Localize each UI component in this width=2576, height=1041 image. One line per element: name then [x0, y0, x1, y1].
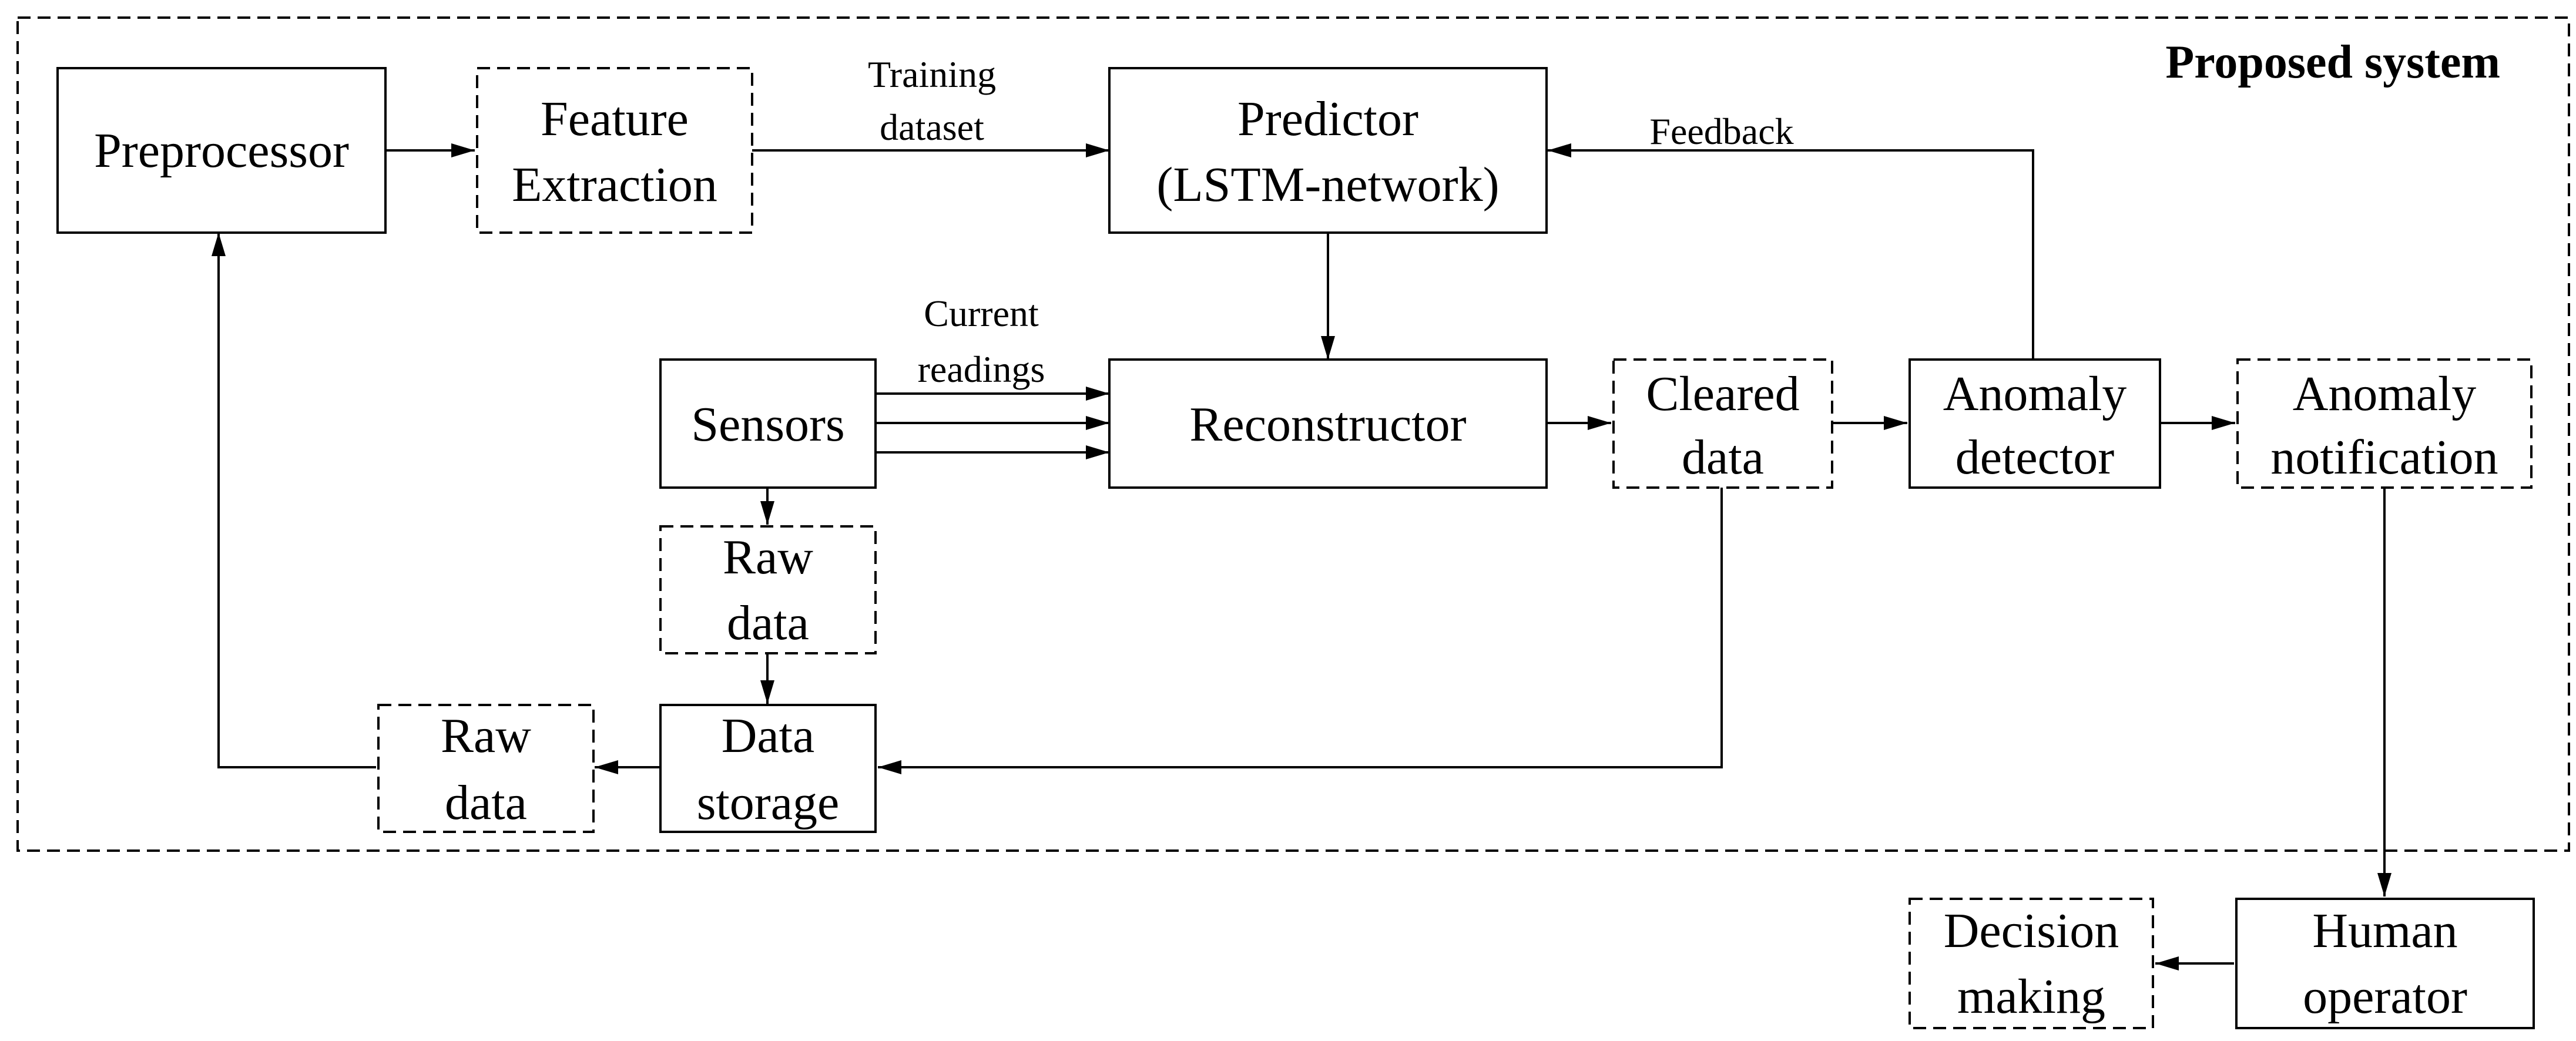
container-title: Proposed system	[2165, 36, 2500, 88]
edge-label-feedback: Feedback	[1649, 110, 1793, 152]
node-anomaly-notification: Anomaly notification	[2236, 358, 2533, 489]
node-feature-extraction-box	[476, 67, 753, 234]
node-data-storage: Data storage	[659, 704, 877, 833]
node-preprocessor: Preprocessor	[56, 67, 387, 234]
edge-label-dataset: dataset	[880, 106, 984, 148]
node-decision-making-label-1: Decision	[1944, 904, 2119, 958]
edge-cleared-data-to-data-storage	[878, 488, 1723, 774]
node-raw-data-upper-label-2: data	[727, 596, 809, 650]
edges	[212, 143, 2391, 971]
node-anomaly-detector: Anomaly detector	[1908, 358, 2161, 489]
node-decision-making-box	[1908, 898, 2154, 1029]
node-feature-extraction: Feature Extraction	[476, 67, 753, 234]
edge-label-training: Training	[868, 53, 996, 95]
node-decision-making: Decision making	[1908, 898, 2154, 1029]
node-human-operator-label-1: Human	[2312, 904, 2457, 958]
node-predictor-box	[1108, 67, 1548, 234]
node-preprocessor-box	[56, 67, 387, 234]
proposed-system-container	[16, 16, 2570, 852]
node-raw-data-upper-box	[659, 525, 877, 654]
node-human-operator-box	[2235, 898, 2535, 1029]
node-feature-extraction-label-2: Extraction	[512, 157, 717, 212]
node-predictor: Predictor (LSTM-network)	[1108, 67, 1548, 234]
node-human-operator: Human operator	[2235, 898, 2535, 1029]
edge-raw-data-lower-to-preprocessor	[212, 233, 376, 768]
node-anomaly-notification-box	[2236, 358, 2533, 489]
node-predictor-label-2: (LSTM-network)	[1156, 157, 1499, 212]
node-raw-data-lower: Raw data	[377, 704, 595, 833]
node-data-storage-label-2: storage	[697, 775, 840, 830]
node-anomaly-notification-label-2: notification	[2270, 430, 2498, 485]
node-reconstructor: Reconstructor	[1108, 358, 1548, 489]
node-cleared-data-label-2: data	[1682, 430, 1764, 485]
node-preprocessor-label: Preprocessor	[94, 123, 349, 178]
node-anomaly-detector-label-2: detector	[1956, 430, 2115, 485]
node-raw-data-lower-label-1: Raw	[441, 708, 531, 763]
node-decision-making-label-2: making	[1957, 969, 2105, 1024]
node-sensors-label: Sensors	[691, 397, 844, 452]
node-reconstructor-box	[1108, 358, 1548, 489]
node-raw-data-upper: Raw data	[659, 525, 877, 654]
node-reconstructor-label: Reconstructor	[1189, 397, 1466, 452]
node-predictor-label-1: Predictor	[1237, 92, 1418, 146]
edge-labels: Training dataset Current readings Feedba…	[868, 53, 1794, 390]
node-anomaly-notification-label-1: Anomaly	[2293, 367, 2477, 421]
node-sensors: Sensors	[659, 358, 877, 489]
node-feature-extraction-label-1: Feature	[541, 92, 689, 146]
node-data-storage-label-1: Data	[722, 708, 815, 763]
node-human-operator-label-2: operator	[2303, 969, 2467, 1024]
node-data-storage-box	[659, 704, 877, 833]
node-cleared-data: Cleared data	[1612, 358, 1833, 489]
edge-label-readings: readings	[918, 348, 1045, 390]
node-cleared-data-box	[1612, 358, 1833, 489]
edge-anomaly-detector-to-predictor	[1548, 143, 2034, 360]
node-raw-data-lower-label-2: data	[445, 775, 527, 830]
edge-label-current: Current	[924, 293, 1039, 334]
node-cleared-data-label-1: Cleared	[1646, 367, 1799, 421]
node-raw-data-lower-box	[377, 704, 595, 833]
node-anomaly-detector-box	[1908, 358, 2161, 489]
node-sensors-box	[659, 358, 877, 489]
node-raw-data-upper-label-1: Raw	[723, 530, 813, 585]
node-anomaly-detector-label-1: Anomaly	[1943, 367, 2127, 421]
